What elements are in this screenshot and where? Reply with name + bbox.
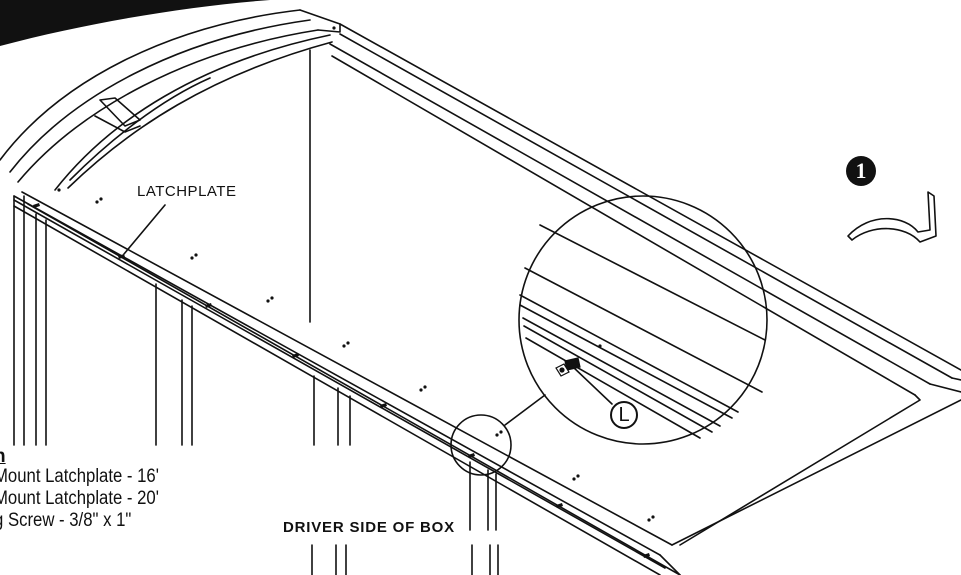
front-cap <box>0 9 341 191</box>
detail-source-circle <box>450 414 512 476</box>
latch-part <box>847 191 937 243</box>
header-swoosh <box>0 0 270 46</box>
part-number-badge: 1 <box>846 156 876 186</box>
legend-item: Mount Latchplate - 20' <box>0 488 159 509</box>
callout-letter-badge: L <box>610 401 638 429</box>
hole-marks <box>57 26 655 522</box>
legend-item: g Screw - 3/8" x 1" <box>0 510 132 531</box>
top-panel <box>13 23 961 575</box>
rail-screws <box>33 203 650 558</box>
latchplate-leader <box>123 204 166 255</box>
parts-legend: n Mount Latchplate - 16' Mount Latchplat… <box>0 447 181 532</box>
latchplate-label: LATCHPLATE <box>137 183 237 200</box>
magnified-view <box>518 195 768 445</box>
detail-leader <box>504 394 546 426</box>
legend-item: Mount Latchplate - 16' <box>0 466 159 487</box>
screw-icon <box>555 357 581 377</box>
driver-side-label: DRIVER SIDE OF BOX <box>283 519 455 536</box>
box-posts <box>13 195 499 575</box>
legend-title: n <box>0 447 181 466</box>
callout-leader <box>571 365 613 405</box>
latchplate-rail <box>13 199 681 575</box>
